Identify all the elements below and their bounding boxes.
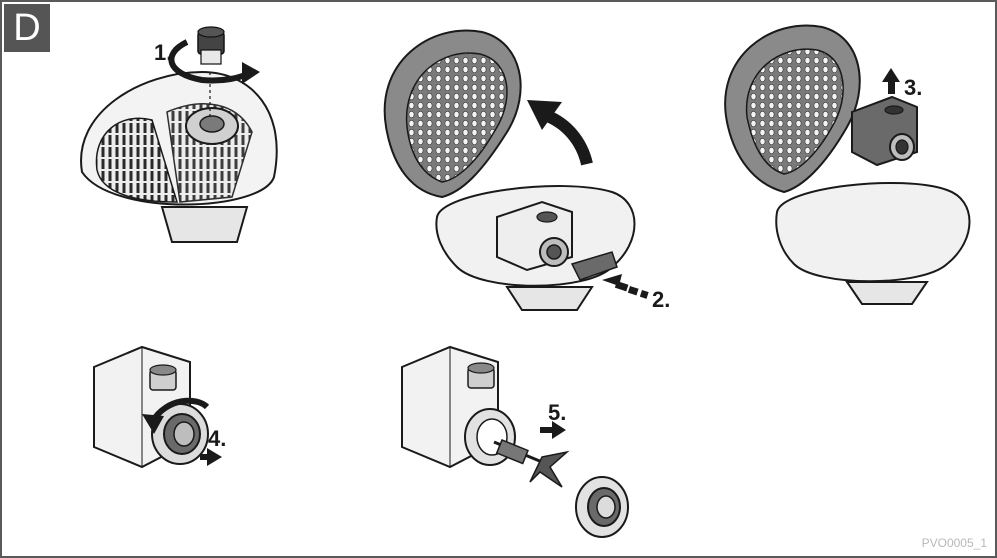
push-arrow-icon: [602, 274, 649, 299]
step-label-2: 2.: [652, 287, 670, 313]
lift-lid-arrow-icon: [527, 100, 587, 164]
knob-part: [198, 27, 224, 64]
closed-filter-housing: [81, 72, 277, 242]
step-label-4: 4.: [208, 426, 226, 452]
open-housing-lid-3: [725, 25, 860, 192]
lifted-pump: [852, 97, 917, 165]
front-cover-part: [576, 477, 628, 537]
document-id: PVO0005_1: [922, 536, 987, 550]
lift-up-arrow-icon: [882, 68, 900, 94]
open-housing-lid: [385, 30, 521, 197]
impeller-part: [494, 440, 567, 487]
step-label-1: 1.: [154, 40, 172, 66]
pump-unit-4: [94, 347, 208, 467]
step-label-3: 3.: [904, 75, 922, 101]
open-housing-base-3: [776, 183, 969, 304]
step-label-5: 5.: [548, 400, 566, 426]
